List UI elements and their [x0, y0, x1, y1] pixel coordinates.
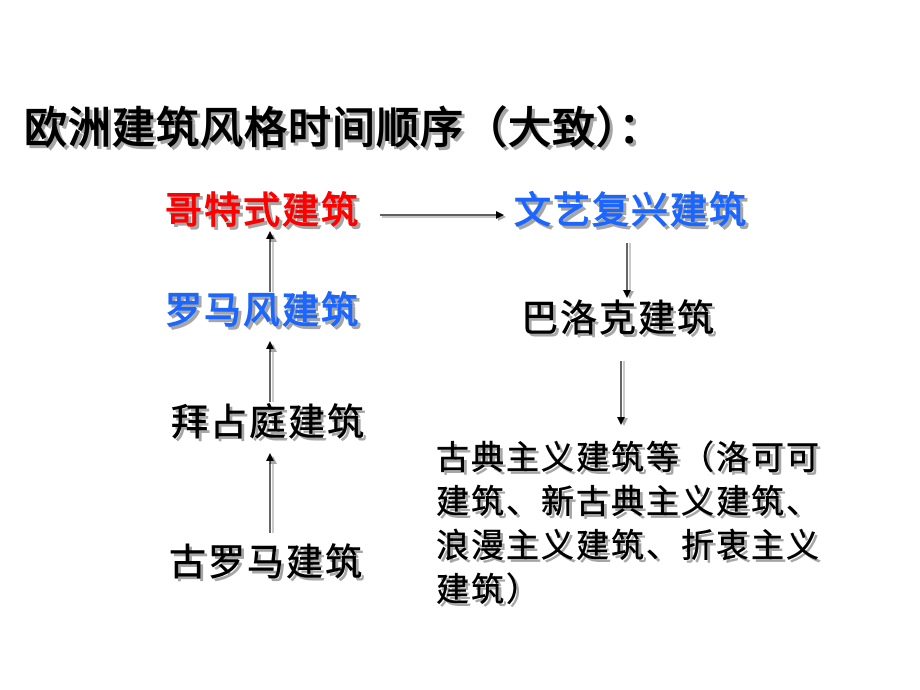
node-byzantine: 拜占庭建筑 [171, 401, 366, 444]
page-title: 欧洲建筑风格时间顺序（大致）： [24, 104, 663, 154]
node-gothic: 哥特式建筑 [165, 189, 360, 232]
node-classical-etc: 古典主义建筑等（洛可可建筑、新古典主义建筑、浪漫主义建筑、折衷主义建筑） [436, 438, 821, 610]
node-renaissance: 文艺复兴建筑 [514, 189, 748, 232]
node-romanesque: 罗马风建筑 [165, 289, 360, 332]
node-ancient-rome: 古罗马建筑 [169, 541, 364, 584]
node-baroque: 巴洛克建筑 [521, 297, 716, 340]
